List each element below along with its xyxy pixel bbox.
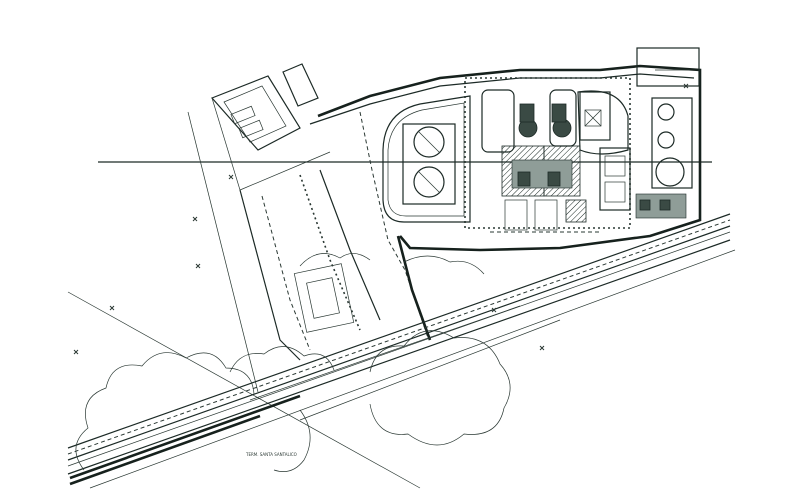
process-area [481, 89, 611, 233]
east-compound [577, 90, 693, 219]
northwest-parcel [210, 63, 331, 191]
drawing-caption: TERM. SANTA SANTALICO [245, 452, 297, 457]
rail-corridor [67, 213, 736, 489]
reference-line [187, 111, 259, 393]
tank [413, 166, 445, 198]
access-corridor [239, 169, 381, 361]
reference-line [67, 291, 421, 489]
small-tank [655, 157, 685, 187]
storage-tanks [402, 123, 456, 205]
tank [413, 126, 445, 158]
small-tank [657, 131, 675, 149]
survey-markers [73, 83, 689, 355]
small-tank [657, 103, 675, 121]
tree-canopy [75, 253, 511, 472]
